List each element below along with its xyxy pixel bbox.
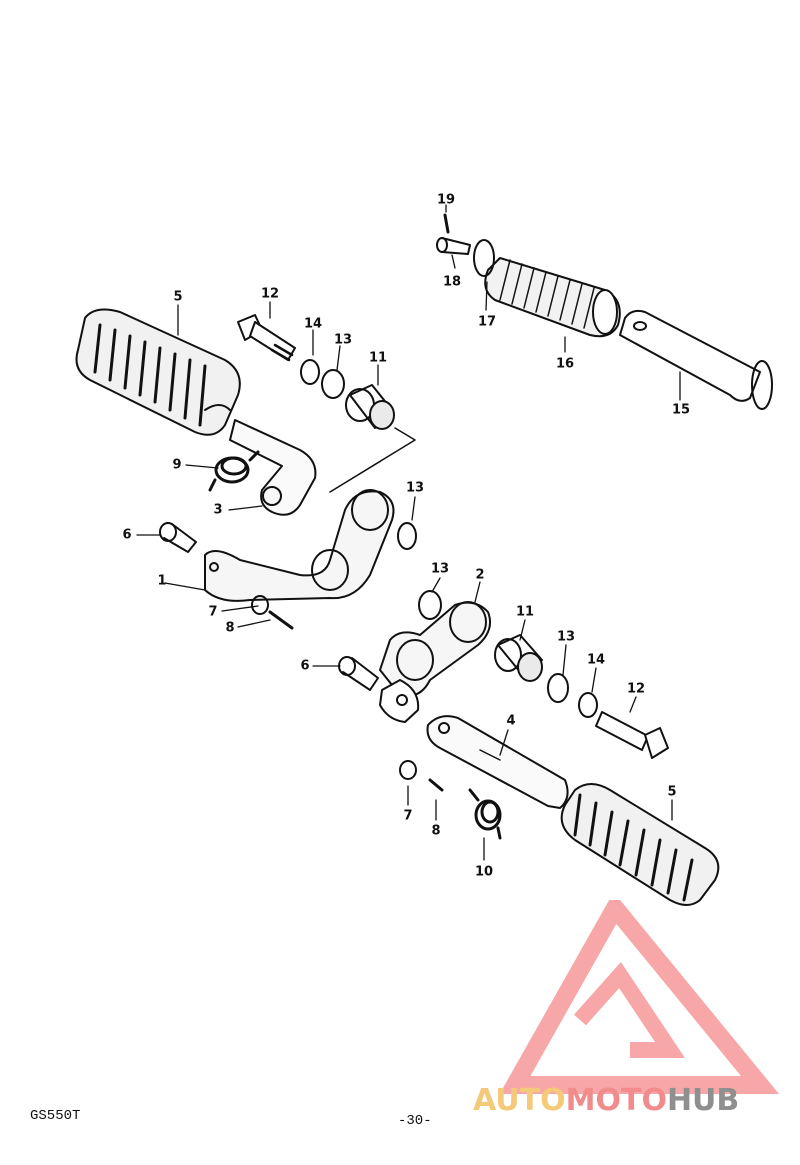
callout-6-upper: 6: [122, 527, 132, 543]
callout-7-upper: 7: [208, 604, 218, 620]
callout-5-lower: 5: [667, 784, 677, 800]
callout-13-upper: 13: [333, 332, 353, 348]
watermark-text-hub: HUB: [666, 1083, 740, 1118]
clevis-pin-18: [436, 237, 471, 255]
pin-6-lower: [338, 656, 379, 691]
callout-8-upper: 8: [225, 620, 235, 636]
pin-6-upper: [159, 522, 197, 553]
callout-6-lower: 6: [300, 658, 310, 674]
grip-rubber-16: [484, 257, 621, 338]
watermark-text-auto: AUTO: [473, 1083, 566, 1118]
washer-17: [473, 239, 495, 277]
spring-9: [208, 450, 260, 492]
callout-5-upper: 5: [173, 289, 183, 305]
watermark-logo: [499, 900, 780, 1094]
cotter-pin-8-lower: [428, 778, 444, 792]
model-code: GS550T: [30, 1108, 81, 1124]
callout-7-lower: 7: [403, 808, 413, 824]
page-number: -30-: [398, 1113, 432, 1129]
callout-1: 1: [157, 573, 167, 589]
footrest-peg-15: [619, 309, 773, 410]
callout-10: 10: [474, 864, 494, 880]
callout-18: 18: [442, 274, 462, 290]
bolt-12-upper: [237, 314, 296, 362]
footrest-link-arm-2: [379, 601, 491, 697]
watermark-text-moto: MOTO: [565, 1083, 667, 1118]
footrest-link-arm-1: [204, 489, 395, 615]
bolt-12-lower: [595, 711, 669, 759]
callout-14-lower: 14: [586, 652, 606, 668]
callout-13-lower-left: 13: [430, 561, 450, 577]
washer-13-lower-right: [547, 673, 569, 703]
watermark-text: AUTOMOTOHUB: [473, 1083, 739, 1118]
bushing-11-upper: [345, 384, 395, 430]
callout-12-lower: 12: [626, 681, 646, 697]
cotter-pin-8-upper: [268, 610, 294, 630]
callout-16: 16: [555, 356, 575, 372]
callout-12-upper: 12: [260, 286, 280, 302]
washer-14-lower: [578, 692, 598, 718]
bushing-11-lower: [494, 634, 543, 682]
callout-9: 9: [172, 457, 182, 473]
callout-4: 4: [506, 713, 516, 729]
washer-13-upper: [321, 369, 345, 399]
washer-7-lower: [399, 760, 417, 780]
callout-19: 19: [436, 192, 456, 208]
spring-10: [468, 788, 502, 840]
callout-8-lower: 8: [431, 823, 441, 839]
washer-13-lower-left: [418, 590, 442, 620]
footrest-rubber-upper: [75, 308, 241, 436]
callout-17: 17: [477, 314, 497, 330]
callout-15: 15: [671, 402, 691, 418]
washer-13-mid: [397, 522, 417, 550]
cotter-pin-19: [443, 213, 450, 234]
callout-2: 2: [475, 567, 485, 583]
lower-bracket-boss: [379, 679, 420, 723]
callout-13-mid: 13: [405, 480, 425, 496]
callout-13-lower-right: 13: [556, 629, 576, 645]
callout-3: 3: [213, 502, 223, 518]
callout-11-upper: 11: [368, 350, 388, 366]
footrest-bracket-4: [426, 715, 569, 809]
washer-14-upper: [300, 359, 320, 385]
footrest-bracket-3: [229, 419, 317, 516]
callout-11-lower: 11: [515, 604, 535, 620]
callout-14-upper: 14: [303, 316, 323, 332]
footrest-rubber-lower: [560, 783, 720, 906]
